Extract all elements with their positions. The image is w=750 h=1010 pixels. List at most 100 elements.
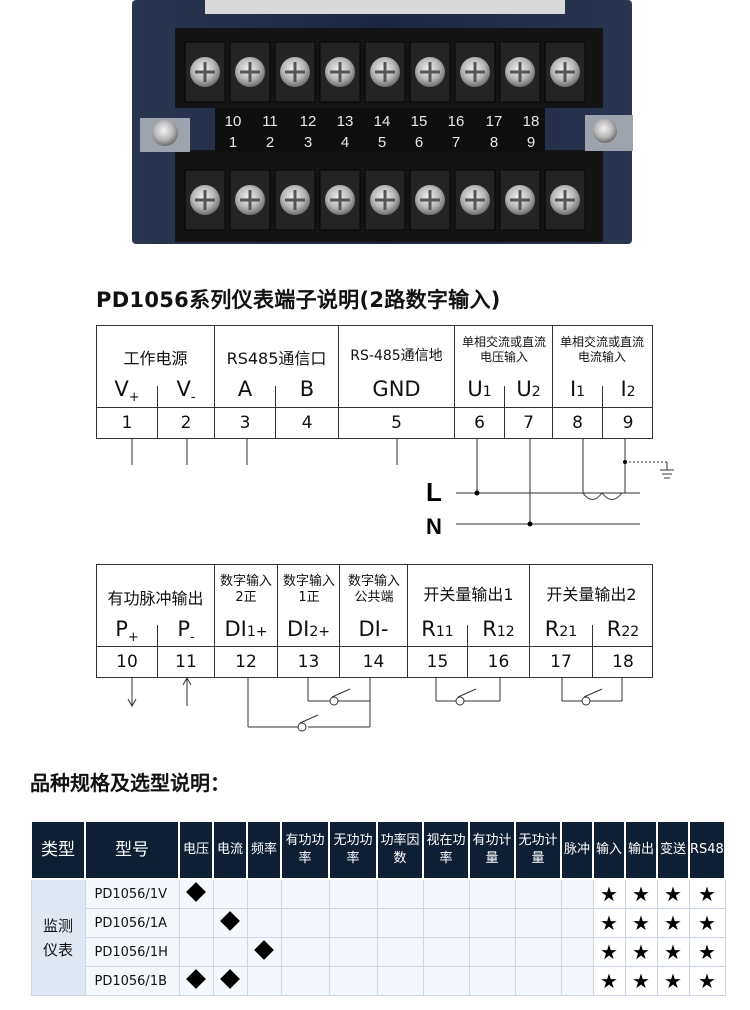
feature-empty-cell: [280, 908, 330, 938]
terminal-screw-upper: [229, 41, 271, 103]
feature-empty-cell: [468, 908, 516, 938]
terminal-number: 4: [301, 413, 313, 433]
model-cell: PD1056/1H: [84, 937, 180, 967]
table-row: PD1056/1H★★★★: [31, 937, 726, 967]
terminal-screw-upper: [409, 41, 451, 103]
terminal-table-2: 有功脉冲输出 数字输入2正 数字输入1正 数字输入公共端 开关量输出1 开关量输…: [96, 564, 653, 678]
feature-empty-cell: [376, 966, 424, 996]
category-digital-input-1: 数字输入1正: [282, 574, 335, 605]
strip-number-upper: 15: [411, 113, 428, 130]
strip-number-upper: 10: [225, 113, 242, 130]
terminal-description-title: PD1056系列仪表端子说明(2路数字输入): [96, 288, 501, 312]
terminal-number: 17: [550, 652, 572, 672]
header-cell: 类型: [30, 820, 86, 880]
feature-empty-cell: [468, 878, 516, 909]
feature-star-cell: ★: [624, 908, 658, 938]
feature-star-cell: ★: [592, 937, 626, 967]
symbol-u1: U1: [467, 377, 492, 401]
strip-number-upper: 12: [300, 113, 317, 130]
model-cell: PD1056/1B: [84, 966, 180, 996]
feature-empty-cell: [178, 937, 214, 967]
category-switch-output-1: 开关量输出1: [423, 585, 514, 604]
category-digital-common: 数字输入公共端: [347, 574, 400, 605]
strip-number-lower: 6: [415, 134, 423, 151]
mounting-screw-left: [140, 118, 190, 152]
symbol-r11: R11: [421, 617, 454, 641]
diamond-icon: [220, 911, 240, 931]
line-label-n: N: [426, 514, 442, 538]
model-cell: PD1056/1A: [84, 908, 180, 938]
terminal-number: 15: [426, 652, 449, 672]
feature-empty-cell: [468, 937, 516, 967]
terminal-screw-lower: [499, 169, 541, 231]
symbol-v-minus: V-: [176, 377, 196, 406]
feature-empty-cell: [280, 966, 330, 996]
symbol-p-minus: P-: [177, 617, 195, 646]
feature-empty-cell: [422, 908, 470, 938]
feature-star-cell: ★: [688, 878, 726, 909]
terminal-screw-upper: [364, 41, 406, 103]
terminal-number: 3: [239, 413, 251, 433]
star-icon: ★: [698, 910, 716, 935]
star-icon: ★: [600, 939, 618, 964]
symbol-u2: U2: [516, 377, 541, 401]
feature-empty-cell: [514, 937, 562, 967]
feature-star-cell: ★: [624, 878, 658, 909]
header-cell: 输出: [624, 820, 658, 880]
terminal-number: 12: [235, 652, 257, 672]
mounting-screw-right: [585, 115, 633, 151]
feature-empty-cell: [514, 908, 562, 938]
terminal-screw-lower: [319, 169, 361, 231]
feature-star-cell: ★: [624, 937, 658, 967]
strip-number-lower: 5: [378, 134, 386, 151]
terminal-screw-upper: [544, 41, 586, 103]
terminal-number: 11: [175, 652, 197, 672]
terminal-screw-lower: [274, 169, 316, 231]
category-switch-output-2: 开关量输出2: [546, 585, 637, 604]
star-icon: ★: [600, 910, 618, 935]
feature-empty-cell: [280, 878, 330, 909]
header-cell: 无功计量: [514, 820, 562, 880]
star-icon: ★: [664, 939, 682, 964]
feature-empty-cell: [376, 878, 424, 909]
feature-empty-cell: [422, 878, 470, 909]
feature-star-cell: ★: [592, 966, 626, 996]
terminal-number: 13: [297, 652, 320, 672]
feature-star-cell: ★: [624, 966, 658, 996]
terminal-screw-lower: [454, 169, 496, 231]
feature-empty-cell: [560, 966, 594, 996]
category-pulse-output: 有功脉冲输出: [107, 589, 204, 608]
category-digital-input-2: 数字输入2正: [219, 574, 272, 605]
wiring-diagram-1: L N: [131, 438, 674, 538]
symbol-r22: R22: [606, 617, 640, 641]
feature-star-cell: ★: [656, 908, 690, 938]
terminal-screw-upper: [319, 41, 361, 103]
symbol-i2: I2: [620, 377, 636, 401]
symbol-v-plus: V+: [114, 377, 140, 406]
header-cell: 电压: [178, 820, 214, 880]
diamond-icon: [254, 940, 274, 960]
category-power-supply: 工作电源: [123, 349, 188, 368]
terminal-number: 10: [116, 652, 138, 672]
diamond-icon: [186, 969, 206, 989]
strip-number-upper: 11: [262, 113, 278, 130]
feature-empty-cell: [328, 878, 378, 909]
header-cell: 视在功率: [422, 820, 470, 880]
terminal-screw-lower: [229, 169, 271, 231]
terminal-number: 9: [622, 413, 634, 433]
feature-diamond-cell: [212, 908, 248, 938]
star-icon: ★: [698, 881, 716, 906]
symbol-i1: I1: [569, 377, 586, 401]
terminal-number: 14: [362, 652, 385, 672]
terminal-number: 16: [487, 652, 510, 672]
star-icon: ★: [600, 881, 618, 906]
star-icon: ★: [632, 881, 650, 906]
terminal-screw-upper: [184, 41, 226, 103]
symbol-r21: R21: [544, 617, 578, 641]
feature-empty-cell: [376, 937, 424, 967]
feature-empty-cell: [178, 908, 214, 938]
strip-number-lower: 9: [527, 134, 535, 151]
feature-empty-cell: [246, 878, 282, 909]
terminal-number: 8: [572, 413, 583, 433]
